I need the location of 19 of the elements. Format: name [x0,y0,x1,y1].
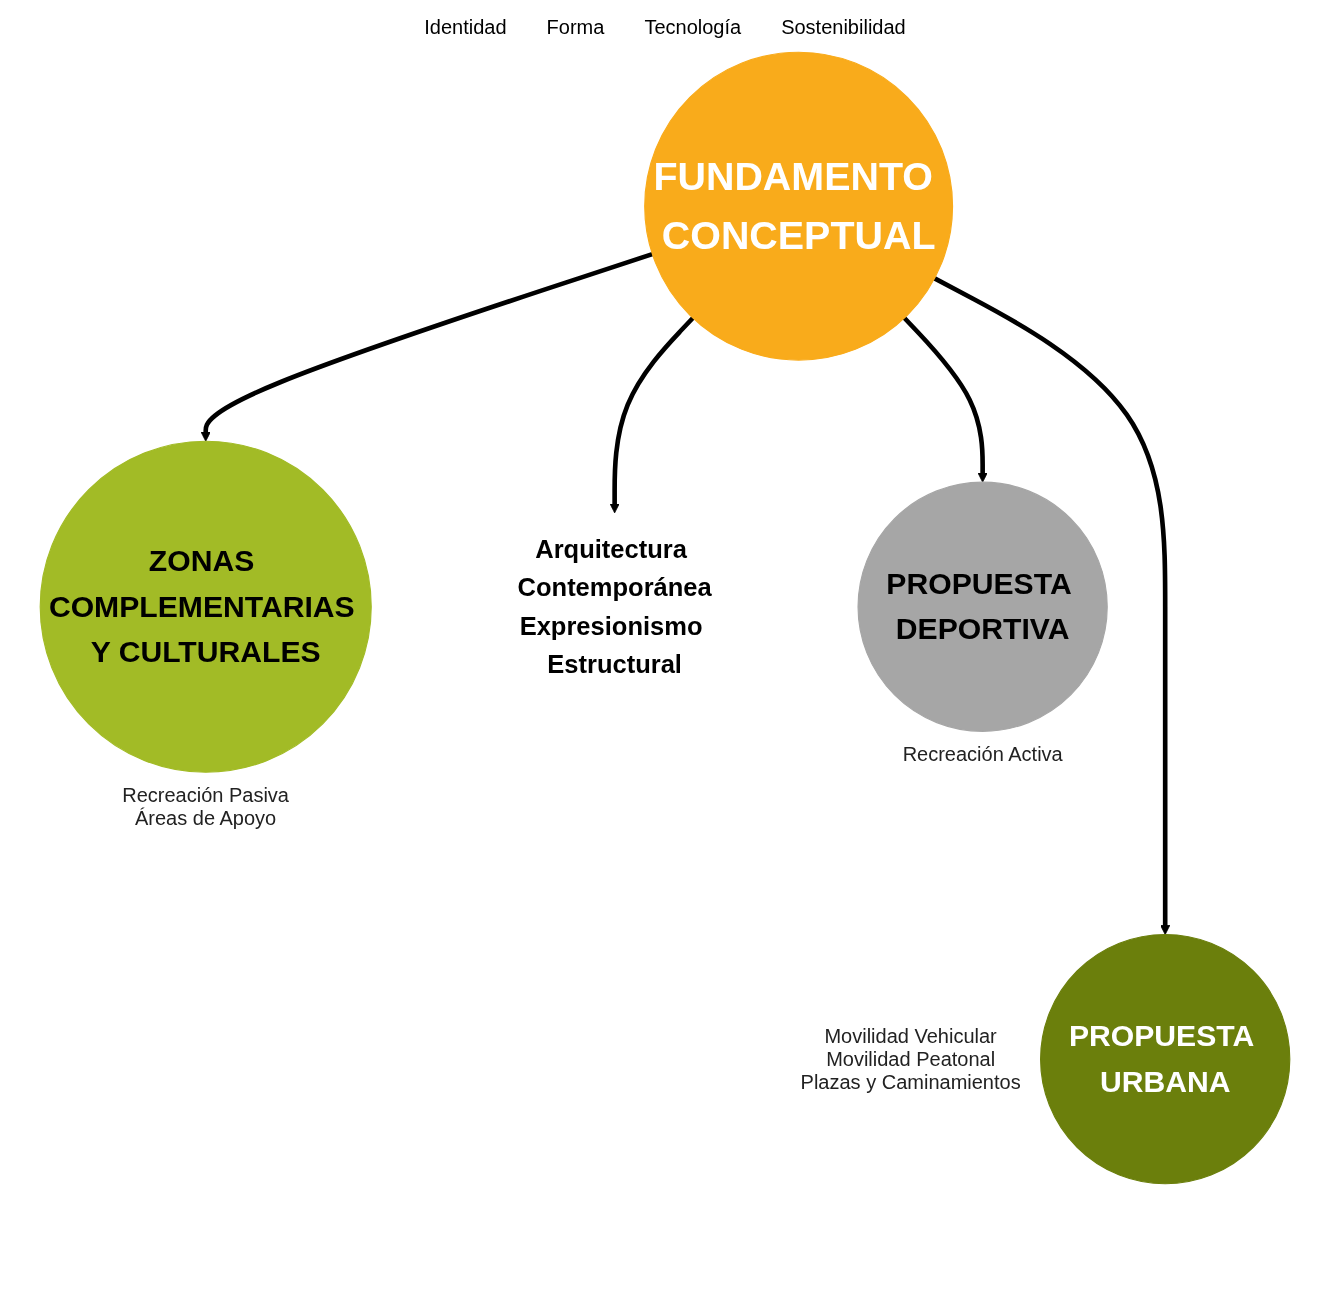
node-circle: PROPUESTA URBANA [1040,933,1291,1185]
caption-text: Movilidad Vehicular [823,1024,998,1048]
arrow [933,276,1171,935]
keyword-label: Tecnología [644,16,742,39]
arrow [200,251,654,442]
node-circle: PROPUESTA DEPORTIVA [857,481,1108,732]
caption-text: Movilidad Peatonal [825,1047,997,1071]
node-circle: ZONAS COMPLEMENTARIAS Y CULTURALES [39,440,372,773]
node-text: Arquitectura Contemporánea Expresionismo Estructural [517,534,712,679]
caption-text: Áreas de Apoyo [134,807,278,831]
node-circle: FUNDAMENTO CONCEPTUAL [644,51,954,361]
caption-text: Recreación Pasiva [122,784,289,807]
keyword-label: Forma [546,16,605,39]
caption-text: Plazas y Caminamientos [800,1070,1021,1094]
arrow [902,316,988,483]
caption-text: Recreación Activa [902,743,1063,767]
keyword-label: Identidad [424,16,507,39]
arrow [609,316,695,514]
keyword-label: Sostenibilidad [781,16,906,39]
